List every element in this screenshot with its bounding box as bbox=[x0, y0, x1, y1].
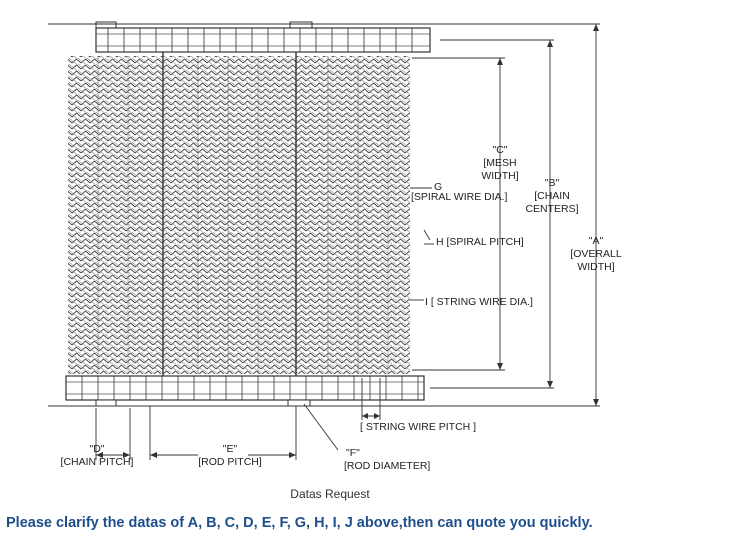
label-d-desc: [CHAIN PITCH] bbox=[61, 456, 134, 468]
label-g-desc: [SPIRAL WIRE DIA.] bbox=[411, 191, 508, 203]
label-c-desc-2: WIDTH] bbox=[481, 170, 518, 182]
bottom-chain-links bbox=[81, 376, 419, 400]
top-chain-links bbox=[107, 28, 413, 52]
caption: Datas Request bbox=[290, 487, 370, 501]
label-b-desc-1: [CHAIN bbox=[534, 190, 570, 202]
dimension-lines bbox=[48, 23, 600, 460]
label-f-desc: [ROD DIAMETER] bbox=[344, 460, 430, 472]
bottom-chain bbox=[65, 375, 425, 407]
mesh-spiral-columns bbox=[97, 56, 389, 374]
label-g-letter: G bbox=[434, 181, 442, 193]
label-a-desc-2: WIDTH] bbox=[577, 261, 614, 273]
label-a-desc-1: [OVERALL bbox=[570, 248, 622, 260]
label-e-letter: "E" bbox=[223, 443, 238, 455]
label-h: H [SPIRAL PITCH] bbox=[436, 236, 524, 248]
label-b-desc-2: CENTERS] bbox=[525, 203, 578, 215]
conveyor-belt-diagram: "A" [OVERALL WIDTH] "B" [CHAIN CENTERS] … bbox=[48, 21, 622, 472]
support-rods bbox=[162, 50, 297, 380]
label-e-desc: [ROD PITCH] bbox=[198, 456, 262, 468]
label-b-letter: "B" bbox=[545, 177, 560, 189]
label-i: I [ STRING WIRE DIA.] bbox=[425, 296, 533, 308]
label-d-letter: "D" bbox=[89, 443, 104, 455]
label-c-desc-1: [MESH bbox=[483, 157, 516, 169]
label-a-letter: "A" bbox=[589, 235, 604, 247]
wire-mesh bbox=[68, 56, 410, 374]
label-c-letter: "C" bbox=[492, 144, 507, 156]
call-to-action: Please clarify the datas of A, B, C, D, … bbox=[6, 515, 593, 531]
label-f-letter: "F" bbox=[346, 447, 360, 459]
dimension-arrows bbox=[96, 24, 599, 458]
top-chain bbox=[95, 21, 431, 53]
label-j: [ STRING WIRE PITCH ] bbox=[360, 421, 476, 433]
